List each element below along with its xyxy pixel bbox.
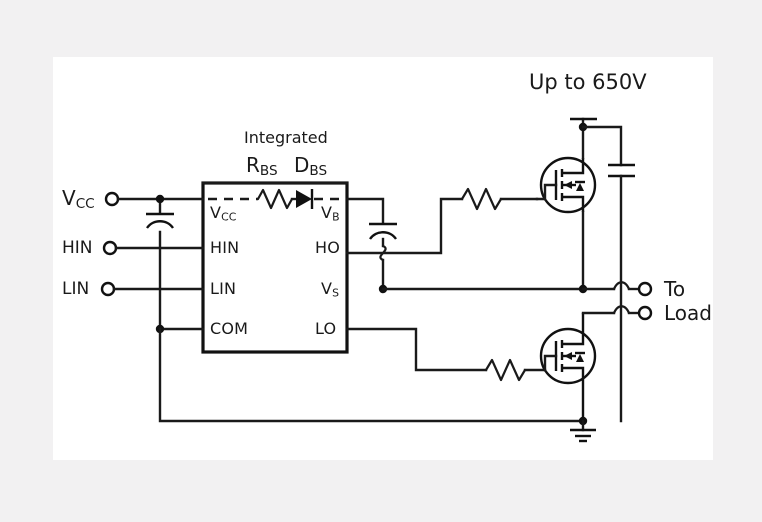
terminal-vcc-base: V <box>62 186 76 210</box>
node-dot-vcc <box>155 194 165 204</box>
bootstrap-capacitor-plate-bottom <box>369 231 397 240</box>
ic-pin-vb-sub: B <box>332 210 340 224</box>
load-label-line1: To <box>664 277 686 301</box>
vcc-terminal[interactable] <box>104 191 120 207</box>
terminal-label-lin: LIN <box>62 279 90 299</box>
wire-ho-route <box>345 197 464 255</box>
diagram-canvas <box>53 57 713 460</box>
wire-com-ground-return <box>158 327 585 423</box>
ic-pin-lo-base: LO <box>315 319 337 338</box>
hin-terminal[interactable] <box>102 240 118 256</box>
ic-pin-label-com: COM <box>210 321 248 337</box>
hs-mosfet-body-diode <box>576 183 584 191</box>
bootstrap-diode-label-base: D <box>294 153 310 177</box>
gate-driver-ic-body <box>201 181 349 354</box>
ls-mosfet-body-arrow <box>564 352 572 360</box>
wire-hs-gate-connect <box>535 183 558 201</box>
bootstrap-diode-label: DBS <box>294 155 327 179</box>
integrated-note-line1: Integrated <box>244 128 328 147</box>
ic-pin-vcc-sub: CC <box>221 210 237 224</box>
ic-pin-label-vcc: VCC <box>210 205 236 223</box>
ic-pin-label-lo: LO <box>315 321 336 337</box>
terminal-label-vcc: VCC <box>62 188 95 212</box>
load-terminal-bottom[interactable] <box>637 305 653 321</box>
bus-voltage-label: Up to 650V <box>529 70 647 94</box>
ic-pin-label-vs: VS <box>321 281 339 299</box>
wire-vb-to-bootcap <box>345 197 385 224</box>
low-side-mosfet-envelope <box>539 327 597 385</box>
ic-pin-ho-base: HO <box>315 238 341 257</box>
wire-ls-gate-connect <box>543 354 558 372</box>
high-side-gate-resistor-symbol <box>460 187 503 211</box>
low-side-gate-resistor-symbol <box>484 358 527 382</box>
high-side-mosfet-envelope <box>539 156 597 214</box>
ls-mosfet-source-lead <box>562 366 585 421</box>
load-label-line2: Load <box>664 301 712 325</box>
wire-lo-route <box>345 327 488 372</box>
lin-terminal[interactable] <box>100 281 116 297</box>
bootstrap-diode-label-sub: BS <box>309 162 328 179</box>
ic-pin-com-base: COM <box>210 319 249 338</box>
ic-pin-vcc-base: V <box>210 203 222 222</box>
ic-pin-hin-base: HIN <box>210 238 240 257</box>
wire-hop-load2-over-dclink <box>612 305 631 315</box>
bootstrap-resistor-label-sub: BS <box>259 162 278 179</box>
ic-pin-lin-base: LIN <box>210 279 237 298</box>
ic-pin-vs-base: V <box>321 279 333 298</box>
wire-bus-to-dclink-cap <box>581 125 623 167</box>
hs-mosfet-drain-lead <box>562 158 585 175</box>
vcc-capacitor-plate-bottom <box>146 220 174 229</box>
load-terminal-top[interactable] <box>637 281 653 297</box>
terminal-label-hin: HIN <box>62 238 93 258</box>
ic-pin-label-hin: HIN <box>210 240 239 256</box>
hs-mosfet-body-arrow <box>564 181 572 189</box>
ls-mosfet-drain-lead <box>562 313 585 346</box>
bootstrap-resistor-symbol <box>256 188 294 210</box>
ic-pin-label-vb: VB <box>321 205 340 223</box>
ic-pin-vb-base: V <box>321 203 333 222</box>
bootstrap-diode-symbol <box>296 190 312 208</box>
bootstrap-resistor-label: RBS <box>246 155 278 179</box>
bootstrap-resistor-label-base: R <box>246 153 260 177</box>
ic-pin-vs-sub: S <box>332 286 340 300</box>
hs-mosfet-source-lead <box>562 195 585 212</box>
terminal-vcc-sub: CC <box>75 195 95 212</box>
ls-mosfet-body-diode <box>576 354 584 362</box>
ic-pin-label-lin: LIN <box>210 281 236 297</box>
wire-hop-load-over-dclink <box>612 281 631 291</box>
ic-pin-label-ho: HO <box>315 240 340 256</box>
